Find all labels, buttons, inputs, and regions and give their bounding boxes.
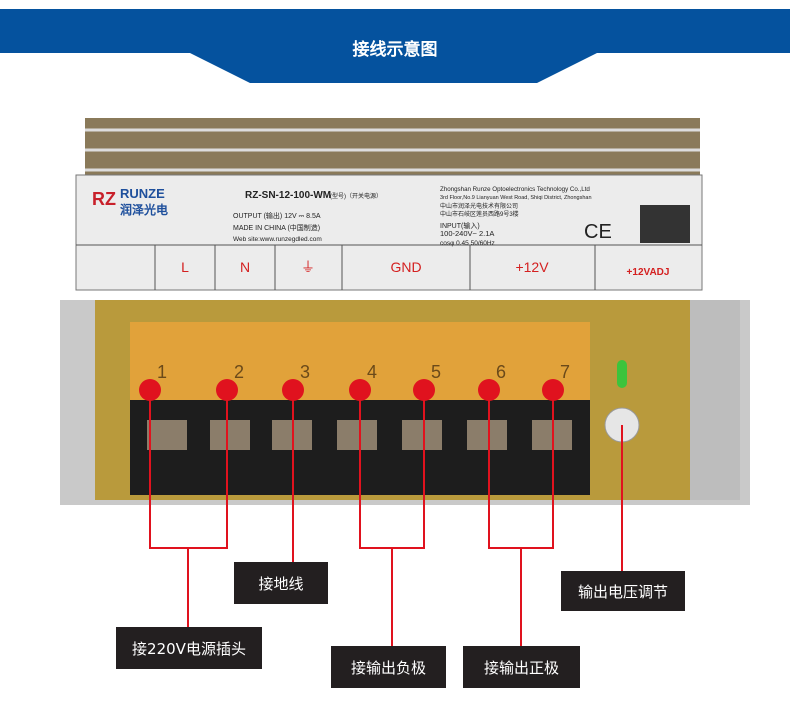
model-text: RZ-SN-12-100-WM bbox=[245, 190, 331, 201]
terminal-number: 3 bbox=[300, 362, 310, 382]
callout-lines bbox=[149, 390, 623, 646]
terminal-marker-dot bbox=[216, 379, 238, 401]
callout-ground: 接地线 bbox=[234, 562, 328, 604]
terminal-label: ⏚ bbox=[301, 259, 315, 275]
callout-positive: 接输出正极 bbox=[463, 646, 580, 688]
qr-code bbox=[640, 205, 690, 243]
brand-cn-text: 润泽光电 bbox=[120, 202, 168, 217]
terminal-number: 4 bbox=[367, 362, 377, 382]
output-text: OUTPUT (输出) 12V ⎓ 8.5A bbox=[233, 211, 321, 220]
spec-label bbox=[75, 174, 703, 291]
company-en-text: Zhongshan Runze Optoelectronics Technolo… bbox=[440, 186, 590, 193]
terminal-label: N bbox=[240, 259, 250, 275]
input-spec-text: 100-240V~ 2.1A bbox=[440, 229, 494, 238]
model-note-text: (型号)（开关电源） bbox=[330, 192, 382, 200]
input-text: INPUT(输入) bbox=[440, 221, 480, 230]
callout-power-input: 接220V电源插头 bbox=[116, 627, 262, 669]
terminal-number: 7 bbox=[560, 362, 570, 382]
terminal-marker-dot bbox=[282, 379, 304, 401]
terminal-label: +12VADJ bbox=[627, 267, 670, 278]
terminal-marker-dot bbox=[542, 379, 564, 401]
ce-text: CE bbox=[584, 221, 612, 243]
terminal-marker-dot bbox=[413, 379, 435, 401]
brand-name-text: RUNZE bbox=[120, 186, 165, 201]
address-cn-text: 中山市石岐区莲员西路9号3楼 bbox=[440, 210, 519, 218]
terminal-number: 6 bbox=[496, 362, 506, 382]
company-cn-text: 中山市润泽光电技术有限公司 bbox=[440, 202, 518, 210]
made-in-text: MADE IN CHINA (中国制造) bbox=[233, 223, 320, 232]
terminal-number: 2 bbox=[234, 362, 244, 382]
callout-voltage-adjust: 输出电压调节 bbox=[561, 571, 685, 611]
terminal-marker-dot bbox=[349, 379, 371, 401]
callout-negative: 接输出负极 bbox=[331, 646, 446, 688]
power-supply-photo bbox=[60, 118, 750, 505]
terminal-label: +12V bbox=[515, 259, 549, 275]
terminal-number: 1 bbox=[157, 362, 167, 382]
terminal-marker-dot bbox=[478, 379, 500, 401]
website-text: Web site:www.runzegdled.com bbox=[233, 236, 322, 243]
terminal-label: GND bbox=[390, 259, 421, 275]
brand-logo-text: RZ bbox=[92, 189, 116, 209]
header-banner bbox=[0, 9, 790, 83]
terminal-marker-dot bbox=[139, 379, 161, 401]
terminal-label: L bbox=[181, 259, 189, 275]
address-en-text: 3rd Floor,No.9 Lianyuan West Road, Shiqi… bbox=[440, 195, 592, 201]
led-indicator bbox=[617, 360, 627, 388]
page-title: 接线示意图 bbox=[352, 40, 438, 60]
terminal-number: 5 bbox=[431, 362, 441, 382]
input-pf-text: cosφ 0.45 50/60Hz bbox=[440, 240, 495, 247]
